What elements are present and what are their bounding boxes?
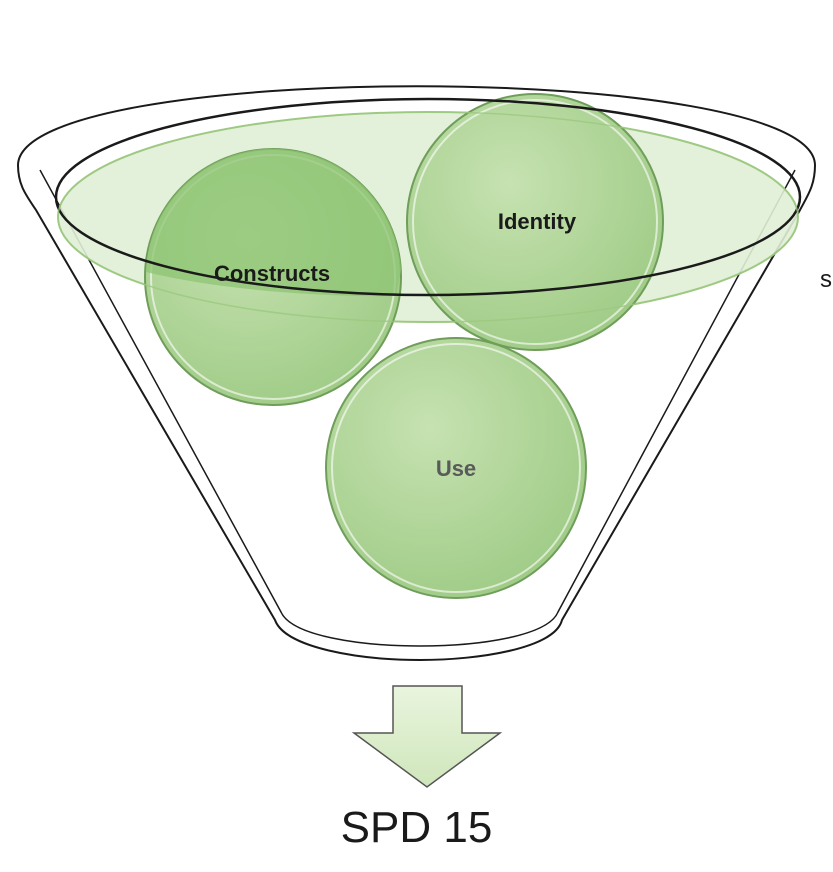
circle-constructs-rim-overlap <box>146 148 401 297</box>
circle-label-constructs: Constructs <box>214 261 330 286</box>
output-label: SPD 15 <box>340 803 493 852</box>
circle-label-use: Use <box>436 456 476 481</box>
circle-identity <box>406 93 664 351</box>
circle-use <box>325 337 587 599</box>
funnel-rim-outline <box>54 97 802 297</box>
stray-text: s <box>820 266 832 293</box>
down-arrow-icon <box>351 685 503 788</box>
funnel-rim-highlight <box>57 111 799 323</box>
funnel-inner <box>39 169 796 647</box>
circle-label-identity: Identity <box>498 209 577 234</box>
